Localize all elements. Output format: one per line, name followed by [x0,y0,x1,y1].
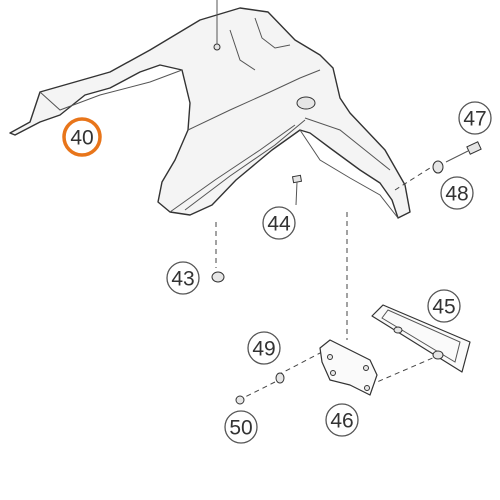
callout-44-label: 44 [267,213,291,236]
callout-50-label: 50 [229,417,252,440]
callout-40-circle [62,117,102,157]
callout-43[interactable]: 43 [166,261,200,295]
callout-46-circle [325,403,359,437]
washer-part-2 [275,372,285,384]
callout-45-circle [427,289,461,323]
callout-50-circle [224,410,258,444]
callout-40-label: 40 [70,127,93,150]
callout-49-circle [247,331,281,365]
fender-mount-hole [296,96,316,110]
callout-46[interactable]: 46 [325,403,359,437]
hardware-parts [211,141,482,405]
bracket-part [319,339,378,396]
callout-45-label: 45 [432,296,455,319]
callout-44[interactable]: 44 [262,206,296,240]
callout-48-label: 48 [445,183,468,206]
plate-holder-part [371,304,471,373]
callout-49[interactable]: 49 [247,331,281,365]
nut-part [211,271,225,283]
fender-rivet [213,43,221,51]
callout-47-label: 47 [463,108,486,131]
screw-part [291,174,303,206]
callout-48-circle [440,176,474,210]
callout-44-circle [262,206,296,240]
washer-part [432,160,444,174]
callout-47[interactable]: 47 [458,101,492,135]
callout-48[interactable]: 48 [440,176,474,210]
callout-50[interactable]: 50 [224,410,258,444]
rear-fender-part [9,0,411,219]
bolt-part [445,141,482,163]
callout-49-label: 49 [252,338,275,361]
callout-45[interactable]: 45 [427,289,461,323]
callout-43-circle [166,261,200,295]
leader-lines [215,167,436,398]
callout-47-circle [458,101,492,135]
nut-part-2 [235,395,245,405]
callout-43-label: 43 [171,268,194,291]
callout-40[interactable]: 40 [62,117,102,157]
callout-46-label: 46 [330,410,353,433]
